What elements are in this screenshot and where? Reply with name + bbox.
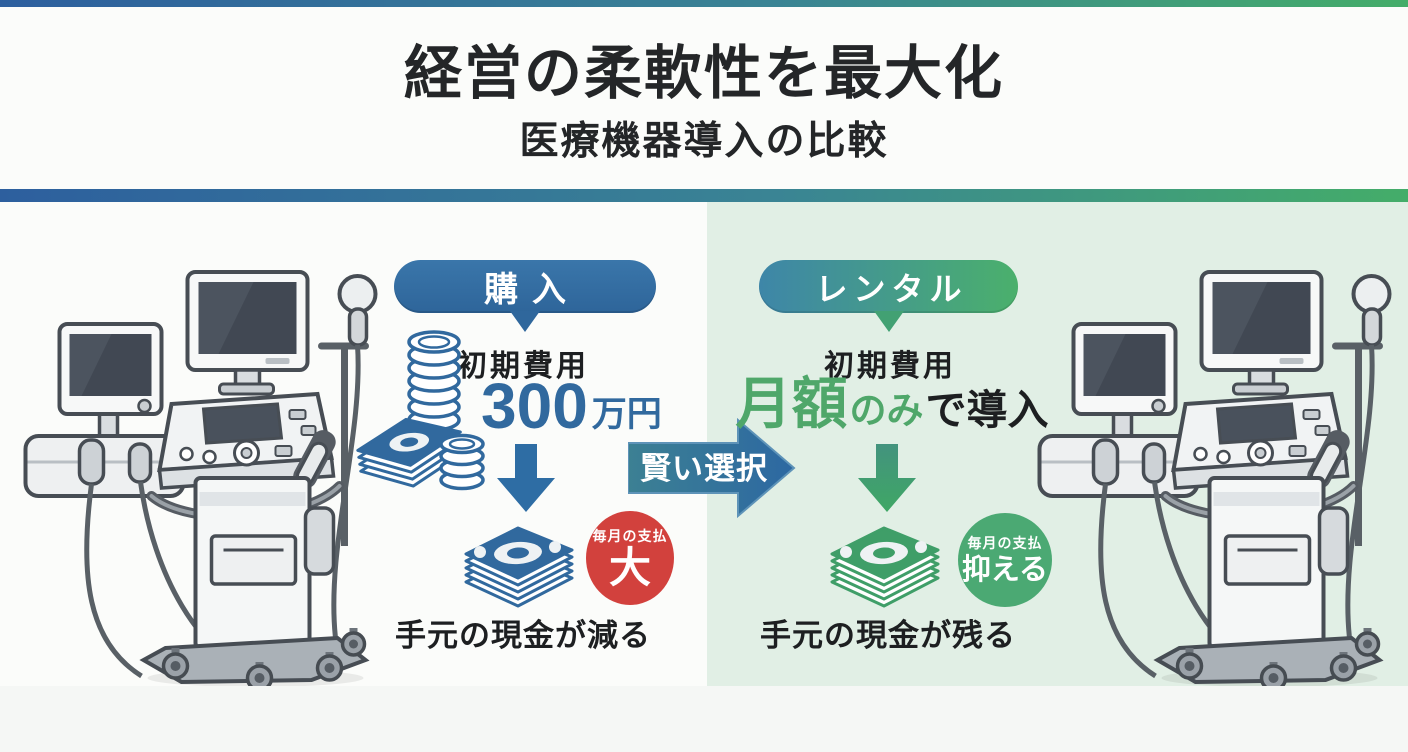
monthly-payment-value: 抑える [961,553,1049,586]
purchase-badge: 購入 [394,260,656,313]
rental-cost-main: 月額 [735,372,848,435]
top-accent-bar [0,0,1408,7]
rental-badge-pointer [874,311,904,332]
monthly-payment-badge-rental: 毎月の支払 抑える [958,513,1052,607]
banknote-stack-icon-rental [818,516,950,618]
purchase-initial-cost-label: 初期費用 [457,350,589,383]
wise-choice-arrow: 賢い選択 [628,417,796,519]
down-arrow-icon-purchase [497,444,555,512]
monthly-payment-value: 大 [608,543,651,591]
bottom-strip [0,686,1408,752]
money-coins-bills-icon [356,330,485,491]
purchase-result-text: 手元の現金が減る [395,618,651,653]
rental-cost: 月額 のみ で導入 [732,376,1052,432]
purchase-badge-pointer [510,311,540,332]
rental-result-text: 手元の現金が残る [760,618,1016,653]
purchase-cost: 300 万円 [481,374,662,438]
purchase-cost-unit: 万円 [591,395,662,434]
page-subtitle: 医療機器導入の比較 [519,120,889,163]
rental-cost-suffix: で導入 [925,387,1049,433]
ultrasound-machine-illustration-left [12,246,400,686]
ultrasound-machine-illustration-right [1026,246,1408,686]
monthly-payment-label: 毎月の支払 [592,527,668,544]
monthly-payment-badge-purchase: 毎月の支払 大 [586,511,674,605]
down-arrow-icon-rental [858,444,916,512]
page-title: 経営の柔軟性を最大化 [403,41,1004,106]
purchase-cost-value: 300 [481,370,588,442]
rental-badge: レンタル [759,260,1018,313]
header-divider [0,189,1408,202]
banknote-stack-icon-purchase [452,516,584,618]
wise-choice-label: 賢い選択 [640,451,768,486]
monthly-payment-label: 毎月の支払 [967,534,1043,551]
rental-initial-cost-label: 初期費用 [824,350,956,383]
rental-cost-sub: のみ [849,390,924,431]
